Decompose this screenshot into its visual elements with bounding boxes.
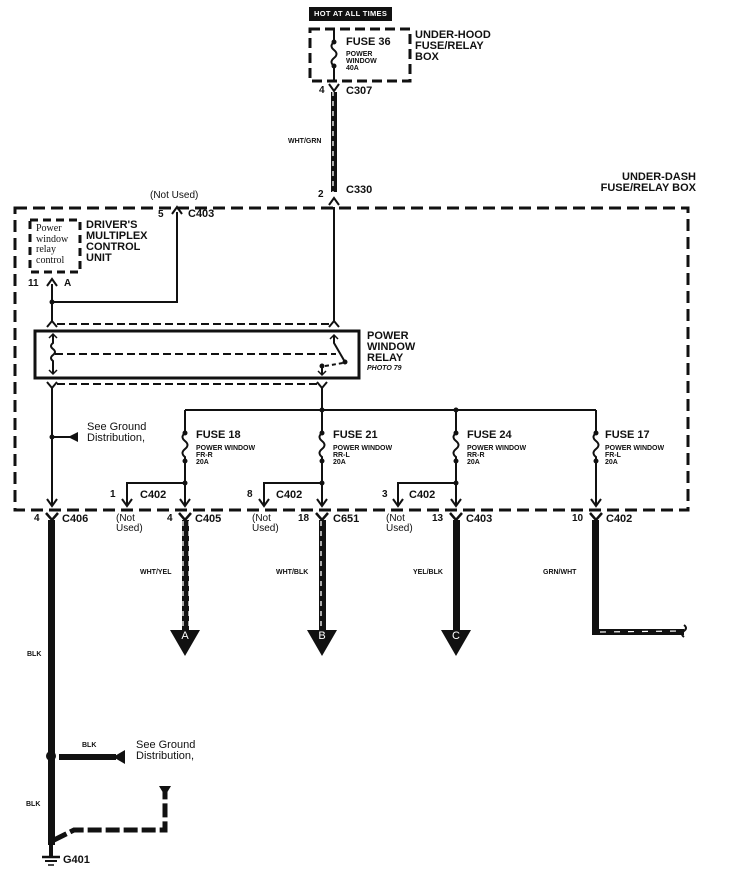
wire-blk-lower-label: BLK [26, 801, 41, 808]
fuse-18-name: FUSE 18 [196, 429, 241, 441]
relay-photo-ref: PHOTO 79 [367, 365, 402, 372]
fuse-24-name: FUSE 24 [467, 429, 512, 441]
c402-8-pin: 8 [247, 489, 253, 500]
c403-label: C403 [188, 208, 215, 220]
fuse-36-name: FUSE 36 [346, 36, 391, 48]
fuse-17-name: FUSE 17 [605, 429, 650, 441]
pin-11-label: 11 [28, 278, 39, 289]
fuse-17-branch [590, 410, 602, 508]
c330-label: C330 [346, 184, 373, 196]
fuse-36-desc: POWER WINDOW 40A [346, 51, 377, 72]
fuse-18-branch [121, 410, 191, 508]
ground-symbol-icon [42, 845, 60, 866]
under-hood-box-label: UNDER-HOOD FUSE/RELAY BOX [415, 29, 491, 63]
ground-ref-arrow-upper [68, 432, 78, 442]
g401-label: G401 [63, 854, 90, 866]
wire-yel-blk-label: YEL/BLK [413, 569, 443, 576]
arrow-c [441, 630, 471, 656]
c402-out-pin: 10 [572, 513, 584, 524]
relay-coil [50, 335, 56, 374]
shield-drain-wire [52, 792, 168, 843]
c307-pin: 4 [319, 85, 325, 96]
multiplex-unit-label: DRIVER'S MULTIPLEX CONTROL UNIT [86, 219, 148, 264]
c402-1-label: C402 [140, 489, 167, 501]
fuse-21-name: FUSE 21 [333, 429, 378, 441]
relay-label: POWER WINDOW RELAY [367, 330, 416, 364]
hot-at-all-times-label: HOT AT ALL TIMES [309, 7, 393, 21]
c651-label: C651 [333, 513, 360, 525]
c651-pin: 18 [298, 513, 310, 524]
wire-yel-blk [453, 520, 460, 630]
power-window-relay [33, 329, 361, 380]
c402-1-note: (Not Used) [116, 513, 143, 534]
c330-connector-icon [328, 196, 340, 206]
fuse-21-desc: POWER WINDOW RR-L 20A [333, 445, 393, 466]
c402-8-note: (Not Used) [252, 513, 279, 534]
arrow-a-label: A [181, 630, 189, 642]
arrow-c-label: C [452, 630, 460, 642]
wire-blk-ground [48, 520, 55, 845]
c405-label: C405 [195, 513, 222, 525]
c403-pin: 5 [158, 209, 164, 220]
c402-1-pin: 1 [110, 489, 116, 500]
c307-connector-icon [328, 83, 340, 93]
wire-grn-wht [592, 520, 599, 634]
ground-ref-arrow-lower [113, 750, 125, 764]
wire-wht-grn-label: WHT/GRN [288, 138, 322, 145]
fuse-24-desc: POWER WINDOW RR-R 20A [467, 445, 527, 466]
fuse-36-symbol [330, 30, 338, 82]
fuse-24-branch [392, 410, 462, 508]
c403-not-used: (Not Used) [150, 190, 199, 201]
wire-wht-yel [182, 520, 189, 630]
ground-ref-upper: See Ground Distribution, [87, 421, 147, 444]
wire-blk-branch [59, 754, 116, 760]
fuse-21-branch [258, 410, 328, 508]
fuse-17-desc: POWER WINDOW FR-L 20A [605, 445, 665, 466]
arrow-b [307, 630, 337, 656]
fuse-18-desc: POWER WINDOW FR-R 20A [196, 445, 256, 466]
c402-3-note: (Not Used) [386, 513, 413, 534]
c402-3-pin: 3 [382, 489, 388, 500]
under-dash-box-label: UNDER-DASH FUSE/RELAY BOX [600, 171, 696, 194]
wire-blk-branch-label: BLK [82, 742, 97, 749]
wire-break-icon [681, 624, 687, 638]
relay-control-text: Power window relay control [36, 223, 69, 266]
wire-wht-yel-label: WHT/YEL [140, 569, 172, 576]
under-hood-fuse-box [308, 27, 412, 83]
wire-blk-upper-label: BLK [27, 651, 42, 658]
c403-out-label: C403 [466, 513, 493, 525]
c403-out-pin: 13 [432, 513, 444, 524]
c406-label: C406 [62, 513, 89, 525]
c402-out-label: C402 [606, 513, 633, 525]
wire-wht-blk [319, 520, 326, 630]
pin-a-label: A [64, 278, 72, 289]
arrow-b-label: B [318, 630, 326, 642]
wire-grn-wht-label: GRN/WHT [543, 569, 577, 576]
c330-pin: 2 [318, 189, 324, 200]
c402-3-label: C402 [409, 489, 436, 501]
wire-wht-blk-label: WHT/BLK [276, 569, 309, 576]
c405-pin: 4 [167, 513, 173, 524]
ground-ref-lower: See Ground Distribution, [136, 739, 196, 762]
c402-8-label: C402 [276, 489, 303, 501]
c406-pin: 4 [34, 513, 40, 524]
arrow-a [170, 630, 200, 656]
relay-switch [333, 336, 346, 363]
wire-wht-grn [331, 92, 337, 192]
c307-label: C307 [346, 85, 373, 97]
